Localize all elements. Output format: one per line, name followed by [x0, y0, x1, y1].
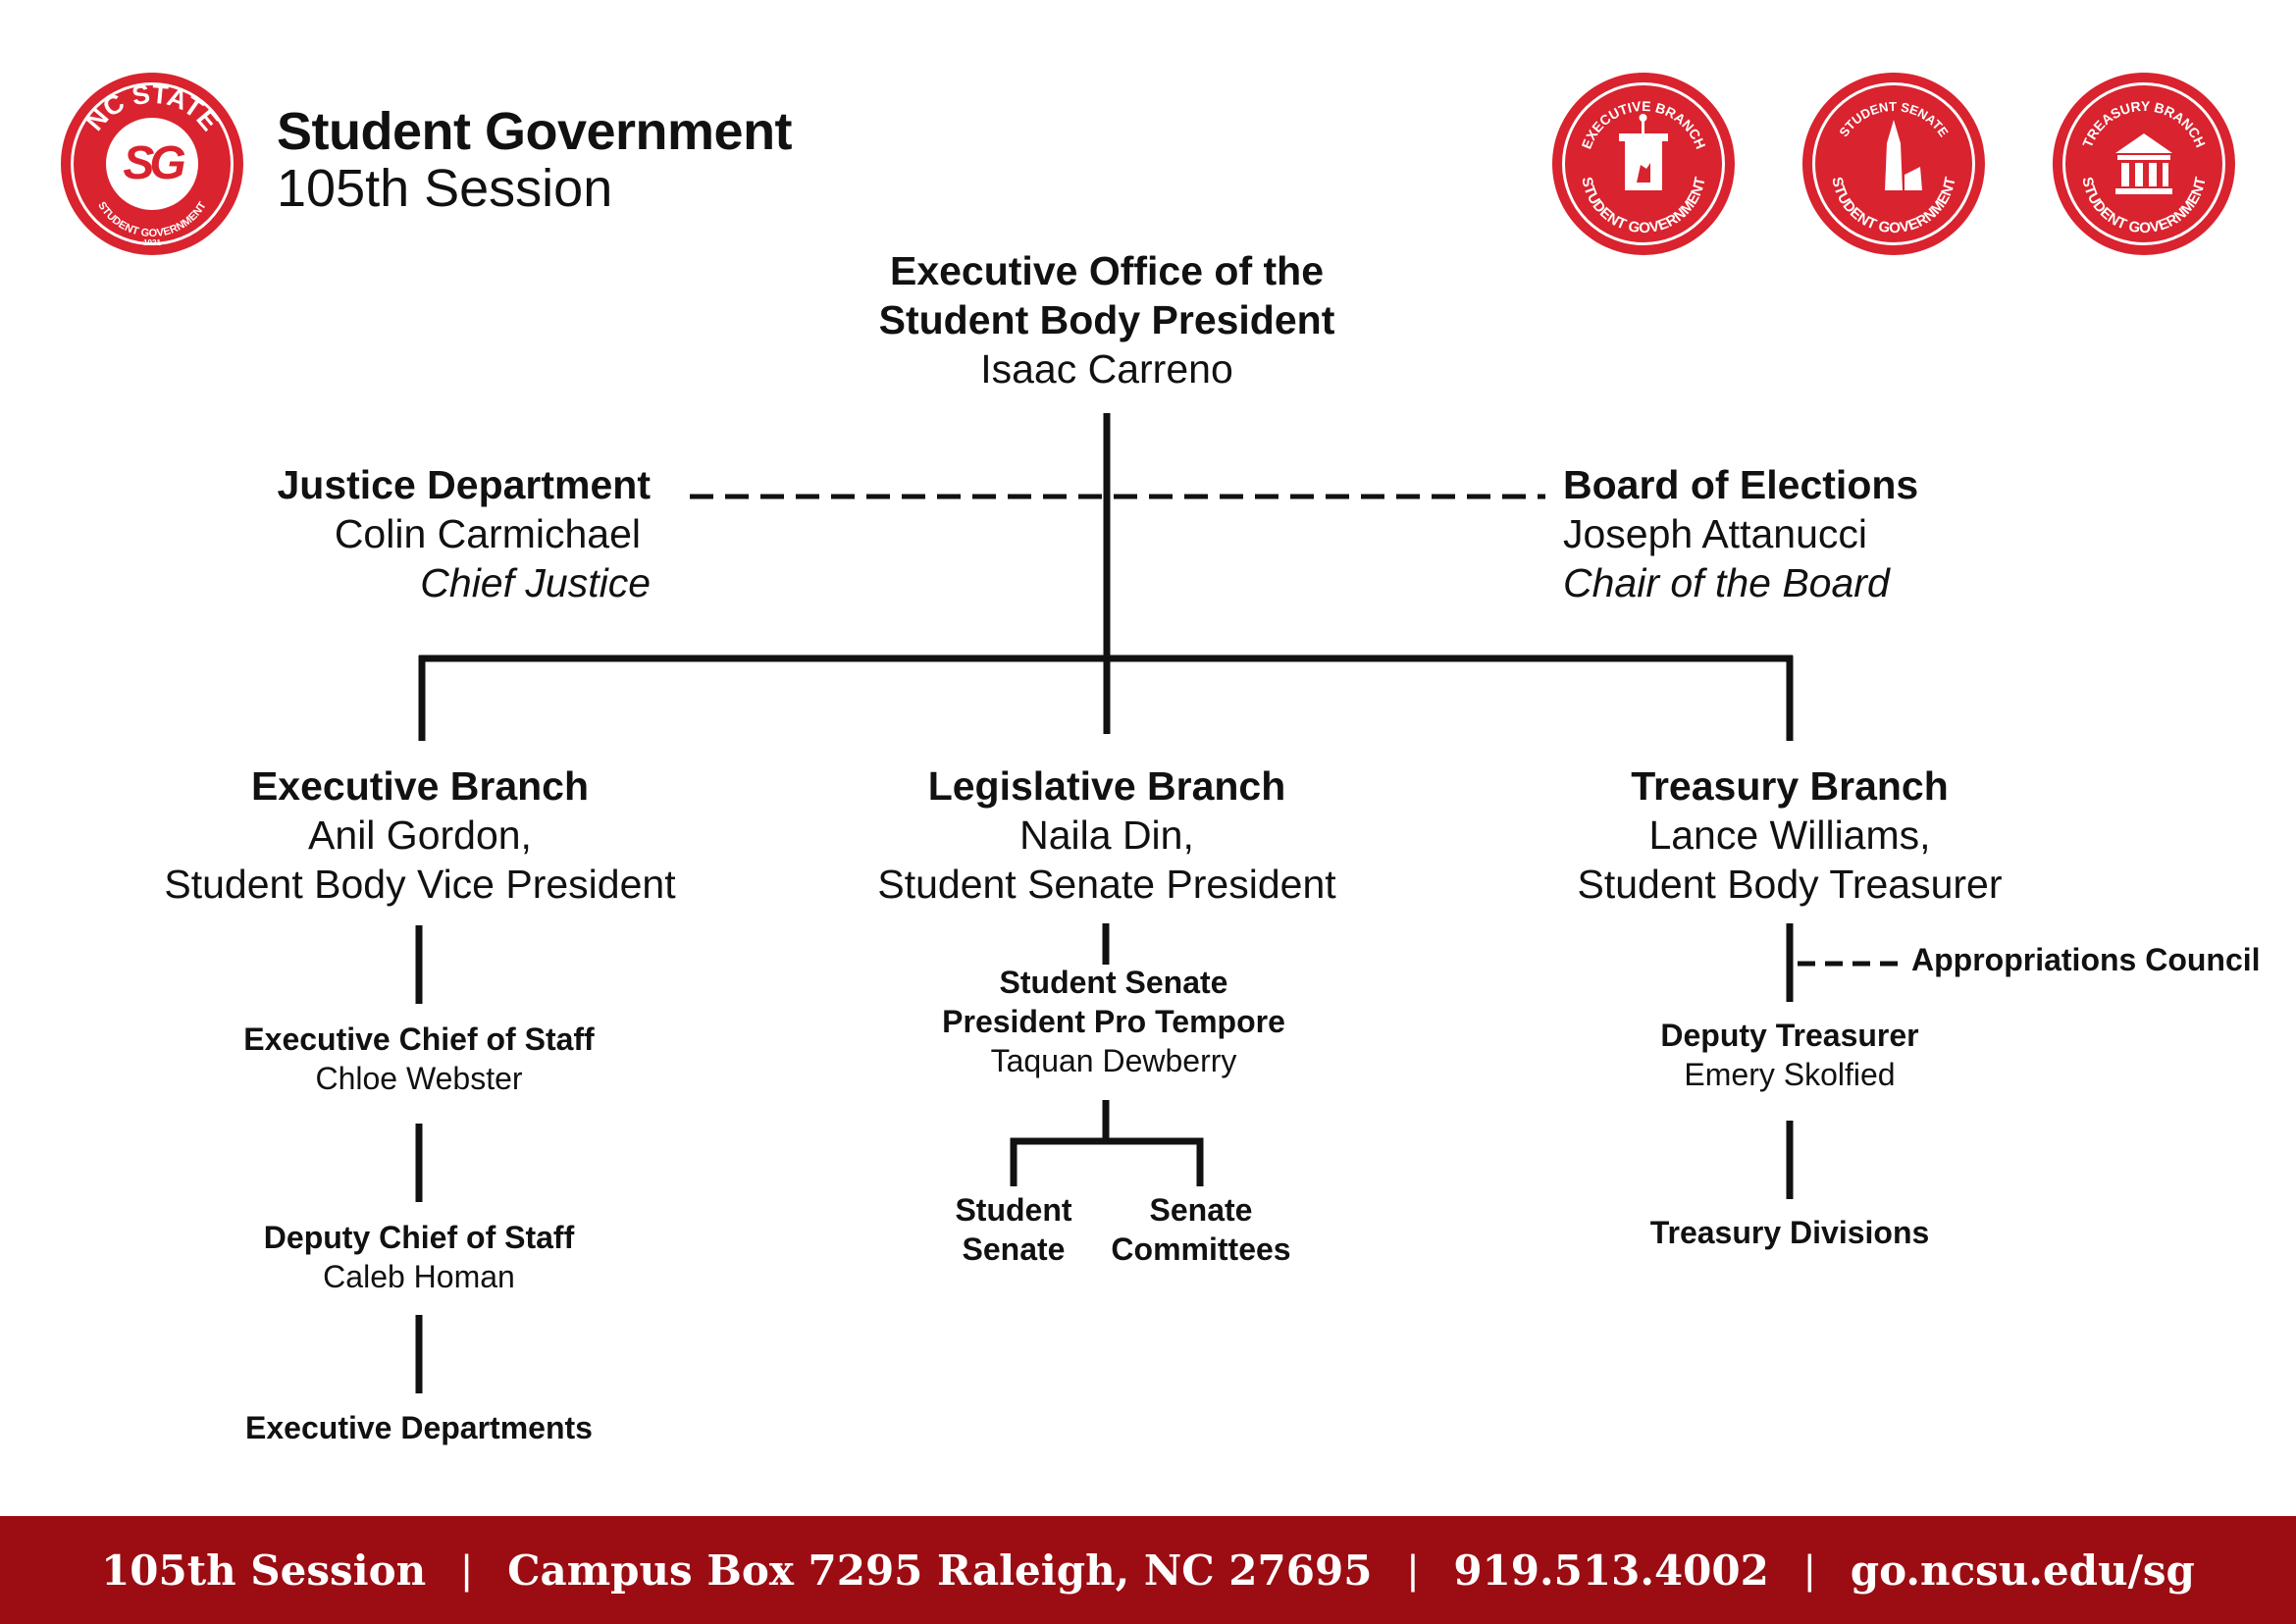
justice-name: Colin Carmichael: [334, 511, 641, 556]
senate-committees-line1: Senate: [1149, 1192, 1253, 1228]
footer-session: 105th Session: [101, 1545, 427, 1595]
executive-branch-role: Student Body Vice President: [164, 862, 676, 907]
president-name: Isaac Carreno: [980, 346, 1233, 392]
wolf-icon: [1637, 163, 1650, 183]
deputy-treasurer-name: Emery Skolfied: [1684, 1057, 1896, 1092]
executive-chief-name: Chloe Webster: [315, 1061, 523, 1096]
footer-separator: |: [1803, 1546, 1815, 1593]
treasury-branch-node: Treasury Branch Lance Williams, Student …: [1495, 761, 2084, 909]
deputy-chief-title: Deputy Chief of Staff: [263, 1220, 575, 1255]
student-senate-node: Student Senate: [915, 1190, 1112, 1269]
senate-committees-node: Senate Committees: [1093, 1190, 1309, 1269]
logo-monogram-disc: SG: [106, 118, 198, 210]
legislative-branch-title: Legislative Branch: [927, 763, 1286, 809]
treasury-branch-seal: TREASURY BRANCH STUDENT GOVERNMENT $: [2053, 73, 2235, 255]
executive-branch-title: Executive Branch: [250, 763, 590, 809]
sg-logo: NC STATE STUDENT GOVERNMENT 1921 SG: [61, 73, 243, 255]
treasury-divisions-node: Treasury Divisions: [1593, 1213, 1986, 1252]
justice-role: Chief Justice: [420, 560, 651, 605]
page-title: Student Government: [277, 102, 793, 161]
president-node: Executive Office of the Student Body Pre…: [812, 246, 1401, 393]
pro-tempore-name: Taquan Dewberry: [990, 1043, 1237, 1078]
pro-tempore-title-line2: President Pro Tempore: [942, 1004, 1285, 1039]
pro-tempore-node: Student Senate President Pro Tempore Taq…: [917, 963, 1310, 1080]
legislative-branch-role: Student Senate President: [877, 862, 1336, 907]
executive-chief-title: Executive Chief of Staff: [243, 1022, 595, 1057]
executive-branch-name: Anil Gordon,: [308, 812, 532, 858]
deputy-chief-of-staff-node: Deputy Chief of Staff Caleb Homan: [223, 1218, 615, 1296]
deputy-chief-name: Caleb Homan: [323, 1259, 515, 1294]
pro-tempore-title-line1: Student Senate: [999, 965, 1228, 1000]
executive-branch-node: Executive Branch Anil Gordon, Student Bo…: [126, 761, 714, 909]
student-senate-line2: Senate: [962, 1231, 1066, 1267]
podium-icon: [1619, 114, 1668, 190]
footer-phone: 919.513.4002: [1453, 1545, 1769, 1595]
appropriations-council-node: Appropriations Council: [1911, 940, 2265, 979]
footer-bar: 105th Session | Campus Box 7295 Raleigh,…: [0, 1516, 2296, 1624]
deputy-treasurer-node: Deputy Treasurer Emery Skolfied: [1593, 1016, 1986, 1094]
justice-node: Justice Department Colin Carmichael Chie…: [160, 460, 651, 607]
justice-title: Justice Department: [277, 462, 651, 507]
executive-departments-node: Executive Departments: [223, 1408, 615, 1447]
executive-departments-label: Executive Departments: [245, 1410, 593, 1445]
appropriations-council-label: Appropriations Council: [1911, 942, 2261, 977]
legislative-branch-node: Legislative Branch Naila Din, Student Se…: [812, 761, 1401, 909]
student-senate-line1: Student: [955, 1192, 1072, 1228]
org-chart-connectors: [415, 413, 1904, 1393]
elections-name: Joseph Attanucci: [1563, 511, 1867, 556]
executive-branch-seal: EXECUTIVE BRANCH STUDENT GOVERNMENT: [1552, 73, 1735, 255]
footer-separator: |: [1407, 1546, 1419, 1593]
senate-split-bracket: [1010, 1137, 1204, 1186]
legislative-branch-name: Naila Din,: [1019, 812, 1194, 858]
logo-monogram: SG: [123, 137, 185, 189]
treasury-branch-title: Treasury Branch: [1631, 763, 1949, 809]
president-title-line2: Student Body President: [878, 297, 1335, 342]
senate-committees-line2: Committees: [1111, 1231, 1291, 1267]
treasury-branch-role: Student Body Treasurer: [1577, 862, 2003, 907]
elections-title: Board of Elections: [1563, 462, 1919, 507]
footer-separator: |: [461, 1546, 473, 1593]
executive-chief-of-staff-node: Executive Chief of Staff Chloe Webster: [223, 1020, 615, 1098]
elections-role: Chair of the Board: [1563, 560, 1890, 605]
president-title-line1: Executive Office of the: [889, 248, 1324, 293]
elections-node: Board of Elections Joseph Attanucci Chai…: [1563, 460, 2054, 607]
treasury-divisions-label: Treasury Divisions: [1649, 1215, 1930, 1250]
treasury-branch-name: Lance Williams,: [1648, 812, 1931, 858]
student-senate-seal: STUDENT SENATE STUDENT GOVERNMENT: [1802, 73, 1985, 255]
dollar-icon: $: [2140, 138, 2148, 154]
bell-tower-icon: [1885, 120, 1922, 190]
deputy-treasurer-title: Deputy Treasurer: [1660, 1018, 1919, 1053]
footer-address: Campus Box 7295 Raleigh, NC 27695: [507, 1545, 1373, 1595]
bank-building-icon: [2115, 133, 2172, 194]
page-subtitle: 105th Session: [277, 159, 613, 218]
footer-url-link[interactable]: go.ncsu.edu/sg: [1850, 1545, 2195, 1595]
logo-year: 1921: [143, 238, 161, 247]
